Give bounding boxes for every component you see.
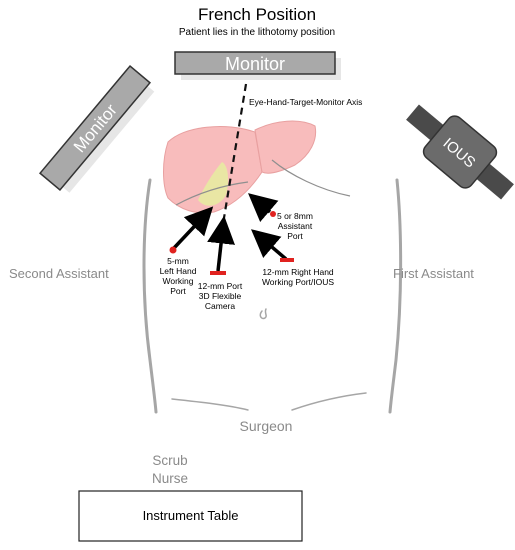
port-label-camera-line1: 12-mm Port [197, 281, 243, 291]
port-marker-camera [210, 271, 226, 275]
liver-right-lobe [254, 120, 317, 174]
monitor-top: Monitor [174, 51, 341, 80]
port-label-left-hand-line1: 5-mm [167, 256, 189, 266]
port-label-camera-line3: Camera [204, 301, 236, 311]
costal-margin-left [175, 181, 249, 206]
port-label-right-hand: 12-mm Right Hand Working Port/IOUS [256, 267, 340, 287]
port-marker-left-hand [169, 246, 177, 254]
port-label-assistant-line1: 5 or 8mm [277, 211, 313, 221]
gallbladder [198, 162, 229, 206]
scrub-nurse-line2: Nurse [151, 471, 188, 486]
ious-device: IOUS [406, 104, 514, 200]
eye-hand-axis-line [222, 83, 248, 219]
surgeon-label: Surgeon [239, 418, 293, 434]
port-label-right-hand-line1: 12-mm Right Hand [262, 267, 334, 277]
body-right-hip [291, 392, 367, 411]
port-label-right-hand-line2: Working Port/IOUS [261, 277, 335, 287]
monitor-top-box [174, 51, 336, 75]
port-marker-assistant [270, 211, 276, 217]
body-right-side [388, 178, 403, 414]
body-left-side [142, 178, 158, 414]
arrow-right-hand-port [251, 229, 288, 261]
body-left-hip [171, 398, 249, 411]
port-label-assistant-line3: Port [287, 231, 303, 241]
port-label-left-hand-line2: Left Hand [159, 266, 197, 276]
first-assistant-label: First Assistant [393, 266, 474, 281]
arrow-left-hand-port [172, 206, 214, 250]
port-label-left-hand: 5-mm Left Hand Working Port [154, 256, 202, 296]
port-label-camera: 12-mm Port 3D Flexible Camera [190, 281, 250, 311]
instrument-table-box [78, 490, 303, 542]
monitor-left-box [38, 64, 152, 192]
diagram-title: French Position [197, 5, 317, 24]
patient-body-outline [142, 178, 403, 414]
arrow-assistant-port [248, 193, 279, 223]
port-label-left-hand-line3: Working Port [162, 276, 194, 296]
monitor-top-label: Monitor [225, 54, 285, 74]
ious-body [422, 115, 498, 189]
instrument-table-label: Instrument Table [142, 508, 239, 523]
diagram-subtitle: Patient lies in the lithotomy position [178, 27, 336, 38]
liver-left-lobe [163, 126, 263, 214]
port-label-assistant-line2: Assistant [277, 221, 313, 231]
body-navel [259, 308, 267, 320]
scrub-nurse-label: Scrub Nurse [135, 452, 205, 488]
port-marker-right-hand [280, 258, 294, 262]
arrow-camera-port [207, 215, 235, 272]
second-assistant-label: Second Assistant [9, 266, 109, 281]
port-label-assistant: 5 or 8mm Assistant Port [272, 211, 318, 241]
costal-margin-right [271, 159, 351, 197]
scrub-nurse-line1: Scrub [152, 453, 188, 468]
monitor-left: Monitor [38, 64, 155, 193]
port-label-camera-line2: 3D Flexible [198, 291, 242, 301]
axis-label: Eye-Hand-Target-Monitor Axis [249, 97, 363, 107]
liver [163, 120, 351, 214]
